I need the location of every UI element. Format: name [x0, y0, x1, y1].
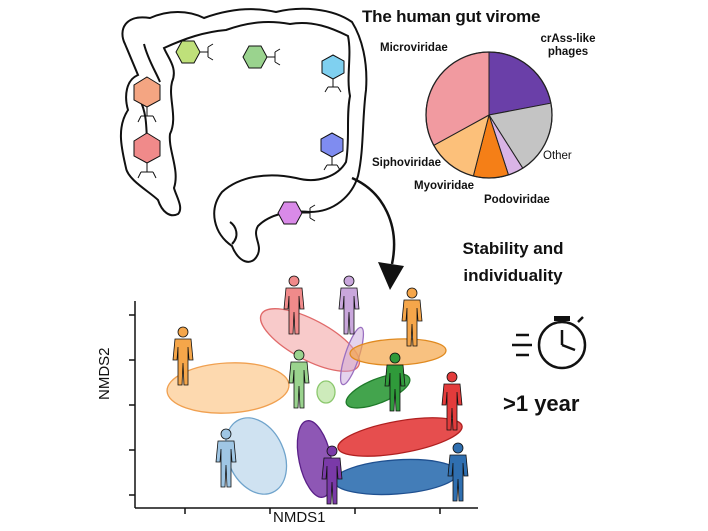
ellipse-lightgreen [316, 380, 336, 404]
ellipse-red [337, 417, 463, 457]
pie-label-siphoviridae: Siphoviridae [372, 157, 442, 169]
virome-pie-chart [425, 51, 553, 179]
phage-icon-green [242, 45, 281, 69]
stopwatch-icon [512, 316, 587, 370]
human-figure-icon-green-figure [288, 349, 310, 409]
phage-icon-cyan [321, 54, 345, 93]
nmds-axes [129, 301, 478, 514]
phage-icon-blue [320, 132, 344, 171]
colon-outline-icon [120, 7, 368, 263]
arrow-icon [351, 176, 404, 290]
pie-label-myoviridae: Myoviridae [414, 180, 475, 192]
phage-icon-salmon [133, 76, 161, 123]
pie-label-crass: crAss-like phages [540, 33, 596, 58]
pie-label-podoviridae: Podoviridae [484, 194, 550, 206]
stability-text: Stability and individuality [462, 239, 564, 285]
pie-outline [425, 51, 553, 179]
ellipse-orange [166, 362, 290, 414]
phage-icon-magenta [277, 201, 316, 225]
human-figure-icon-orange-figure [401, 287, 423, 347]
human-figure-icon-lavender-figure [338, 275, 360, 335]
pie-label-other: Other [543, 150, 572, 162]
human-figure-icon-darkgreen-figure [384, 352, 406, 412]
human-figure-icon-lightblue-figure [215, 428, 237, 488]
human-figure-icon-salmon-figure [283, 275, 305, 335]
human-figure-icon-purple-figure [321, 445, 343, 505]
human-figure-icon-red-figure [441, 371, 463, 431]
duration-text: >1 year [503, 391, 580, 416]
x-axis-label: NMDS1 [273, 509, 326, 526]
individual-ellipses [166, 308, 463, 498]
phage-icon-lime [175, 40, 214, 64]
human-figures [172, 275, 469, 505]
y-axis-label: NMDS2 [96, 347, 113, 400]
human-figure-icon-orange-left-figure [172, 326, 194, 386]
pie-label-microviridae: Microviridae [380, 42, 448, 54]
ellipse-steelblue [333, 458, 459, 496]
human-figure-icon-steelblue-figure [447, 442, 469, 502]
phage-icon-pink [133, 132, 161, 179]
figure-title: The human gut virome [362, 7, 541, 26]
